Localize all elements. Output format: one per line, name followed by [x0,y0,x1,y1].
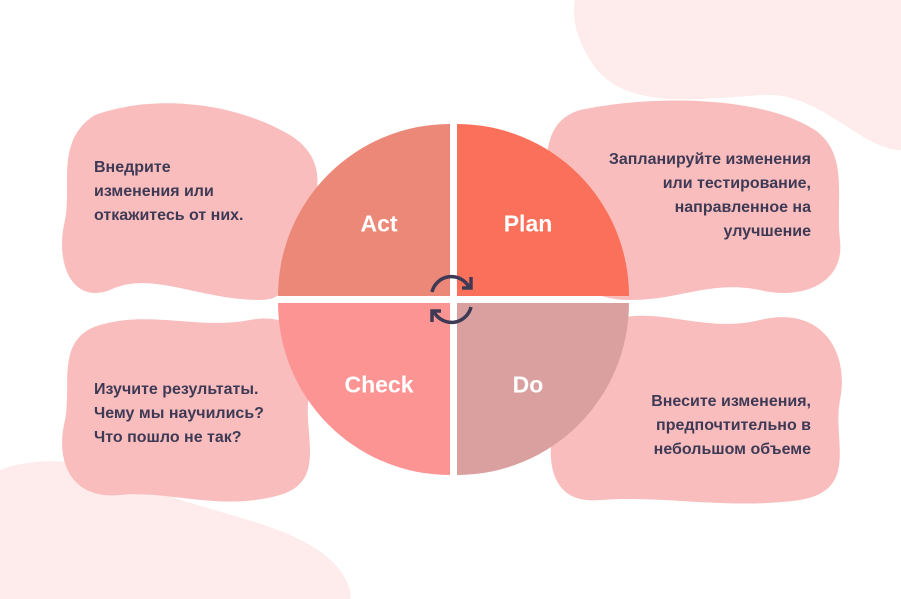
note-line: Запланируйте изменения [608,151,811,168]
note-line: небольшом объеме [653,441,811,458]
quadrant-label-act: Act [360,210,398,237]
refresh-cycle-icon [430,274,473,325]
note-line: Изучите результаты. [94,381,259,398]
quadrant-label-do: Do [512,371,544,398]
note-check: Изучите результаты. Чему мы научились? Ч… [94,378,264,450]
note-act: Внедрите изменения или откажитесь от них… [94,156,244,228]
quadrant-act[interactable] [278,124,450,296]
note-line: направленное на [674,199,811,216]
pdca-circle [278,124,629,475]
quadrant-do[interactable] [457,303,629,475]
background-shape-top-right [573,0,901,150]
note-do: Внесите изменения, предпочтительно в неб… [651,390,811,462]
note-line: Что пошло не так? [94,429,242,446]
blob-act [62,103,318,300]
note-line: Внедрите [94,159,171,176]
note-line: улучшение [723,223,811,240]
note-plan: Запланируйте изменения или тестирование,… [609,148,811,244]
note-line: или тестирование, [662,175,811,192]
note-line: предпочтительно в [656,417,811,434]
blob-do [550,315,842,504]
quadrant-plan[interactable] [457,124,629,296]
note-line: Чему мы научились? [94,405,264,422]
quadrant-label-check: Check [344,371,414,398]
note-line: Внесите изменения, [651,393,811,410]
blob-check [62,318,313,502]
quadrant-label-plan: Plan [503,210,553,237]
note-line: откажитесь от них. [94,207,244,224]
background-shape-bottom-left [0,461,351,599]
note-line: изменения или [94,183,214,200]
quadrant-check[interactable] [278,303,450,475]
